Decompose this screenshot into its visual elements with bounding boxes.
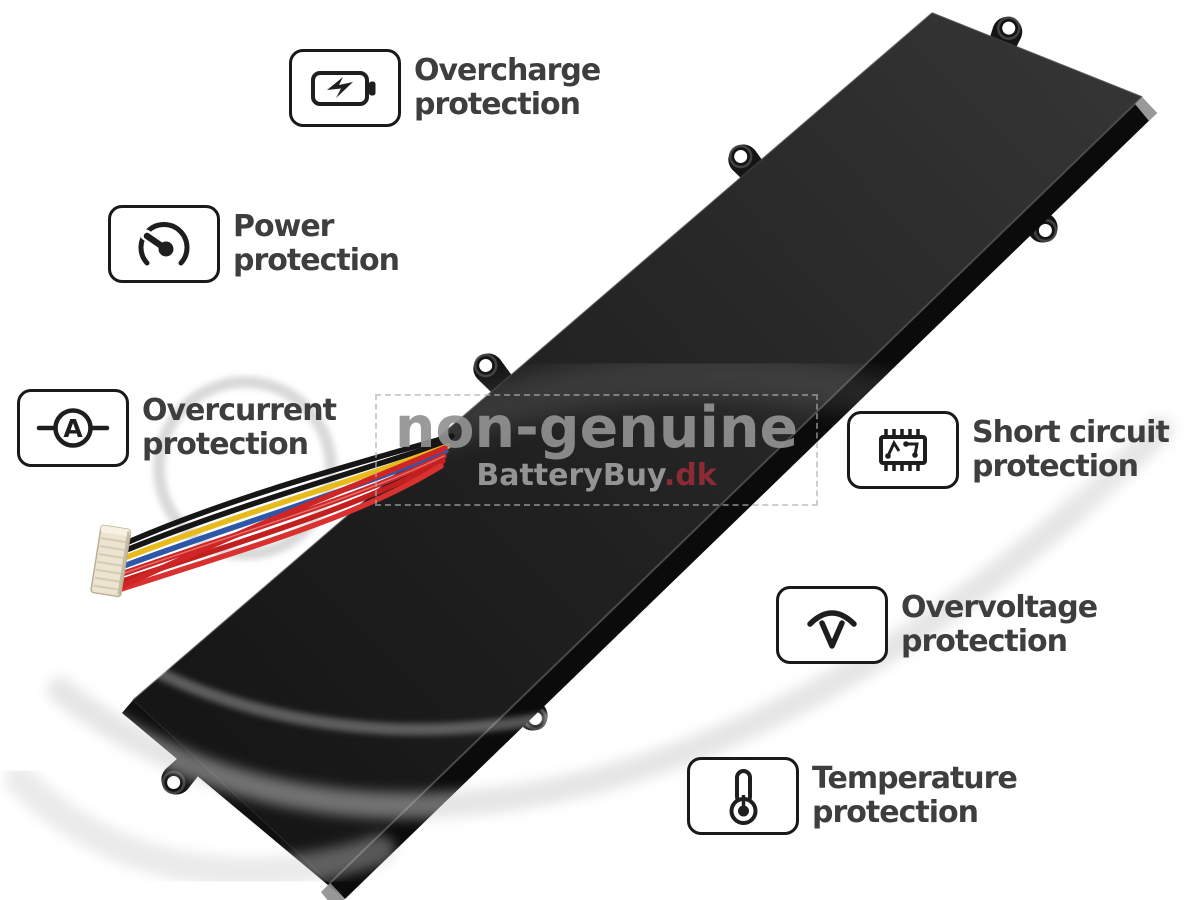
corner-chamfer: [321, 883, 345, 900]
battery-side-face: [330, 97, 1157, 899]
thermometer-icon: [706, 767, 780, 825]
watermark-box: non-genuine BatteryBuy.dk: [375, 394, 818, 506]
feature-overcurrent: A Overcurrent protection: [17, 389, 337, 467]
battery-top-face: [133, 13, 1142, 883]
feature-badge: [108, 205, 220, 283]
feature-label: Overcurrent protection: [142, 393, 337, 462]
edge-highlight: [132, 12, 933, 701]
watermark-brand: BatteryBuy.dk: [476, 458, 717, 493]
feature-label: Overcharge protection: [414, 53, 601, 122]
feature-badge: [289, 49, 401, 127]
feature-badge: [776, 586, 888, 664]
feature-overvoltage: Overvoltage protection: [776, 586, 1098, 664]
ammeter-letter: A: [63, 414, 83, 443]
voltage-arc-icon: [795, 596, 869, 654]
feature-badge: A: [17, 389, 129, 467]
edge-highlight: [329, 96, 1143, 884]
feature-badge: [847, 411, 959, 489]
wire-connector: [90, 524, 132, 598]
gloss-swirls: [5, 353, 1173, 887]
battery-charge-icon: [308, 60, 382, 116]
feature-power: Power protection: [108, 205, 400, 283]
wire-harness: [112, 433, 455, 594]
corner-chamfer: [1135, 97, 1157, 121]
watermark-title: non-genuine: [394, 395, 799, 461]
feature-short-circuit: Short circuit protection: [847, 411, 1170, 489]
feature-label: Overvoltage protection: [901, 590, 1098, 659]
circuit-board-chip-icon: [866, 421, 940, 479]
power-gauge-icon: [127, 215, 201, 273]
ammeter-icon: A: [36, 400, 110, 456]
feature-label: Power protection: [233, 209, 400, 278]
feature-badge: [687, 757, 799, 835]
watermark-tld: .dk: [663, 458, 717, 493]
feature-overcharge: Overcharge protection: [289, 49, 601, 127]
edge-highlight: [931, 12, 1143, 98]
feature-label: Temperature protection: [812, 761, 1018, 830]
feature-temperature: Temperature protection: [687, 757, 1018, 835]
feature-label: Short circuit protection: [972, 415, 1170, 484]
